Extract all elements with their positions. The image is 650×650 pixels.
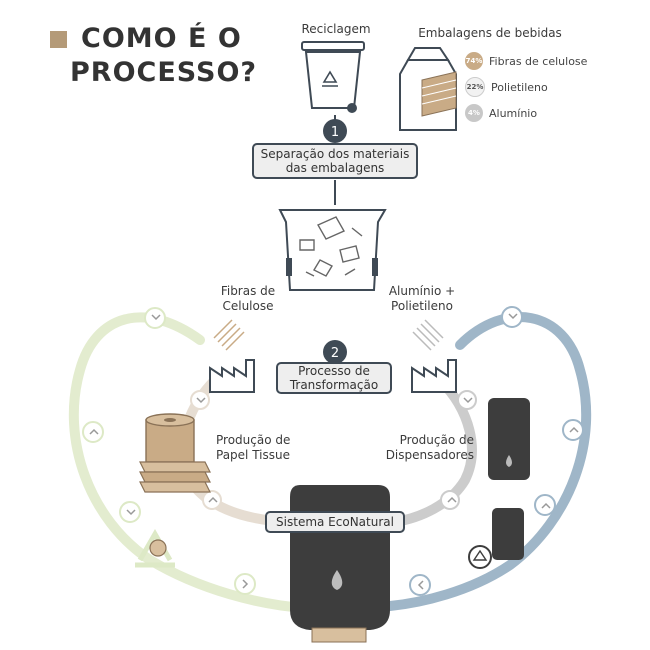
right-branch-hatch bbox=[412, 319, 444, 351]
left-branch-hatch bbox=[213, 319, 245, 351]
tissue-production-label: Produção de Papel Tissue bbox=[216, 433, 291, 462]
gray-loop-path bbox=[390, 375, 477, 527]
drink-carton-icon bbox=[399, 47, 457, 131]
legend-row-cellulose: 74% Fibras de celulose bbox=[465, 48, 587, 74]
step-2-number: 2 bbox=[331, 346, 339, 361]
legend-label-polyethylene: Polietileno bbox=[491, 80, 548, 94]
legend-label-aluminum: Alumínio bbox=[489, 106, 538, 120]
step-2-label: Processo de Transformação bbox=[276, 362, 392, 394]
legend-pct-polyethylene: 22% bbox=[465, 77, 485, 97]
green-loop-path bbox=[68, 312, 310, 613]
dispenser-small-icon bbox=[492, 508, 524, 560]
legend-pct-aluminum: 4% bbox=[465, 104, 483, 122]
dispenser-production-label: Produção de Dispensadores bbox=[385, 433, 474, 462]
legend-label-cellulose: Fibras de celulose bbox=[489, 54, 588, 68]
composition-legend: 74% Fibras de celulose 22% Polietileno 4… bbox=[465, 48, 587, 126]
dispenser-medium-icon bbox=[488, 398, 530, 480]
title-line-1: COMO É O bbox=[81, 23, 242, 54]
factory-left-icon bbox=[209, 359, 255, 393]
factory-right-icon bbox=[411, 359, 457, 393]
recycling-bin-icon bbox=[301, 41, 365, 113]
paper-tissue-icon bbox=[139, 413, 211, 493]
cellulose-fibers-label: Fibras de Celulose bbox=[220, 284, 276, 313]
title-square-icon bbox=[50, 30, 67, 48]
step-1-badge: 1 bbox=[323, 119, 347, 143]
recycle-paper-icon bbox=[135, 528, 175, 568]
blue-loop-path bbox=[385, 312, 592, 611]
sorting-hopper-icon bbox=[278, 209, 387, 291]
recycling-label: Reciclagem bbox=[301, 22, 371, 36]
legend-row-aluminum: 4% Alumínio bbox=[465, 100, 587, 126]
aluminum-polyethylene-label: Alumínio + Polietileno bbox=[388, 284, 456, 313]
step-3-label: Sistema EcoNatural bbox=[265, 511, 405, 533]
page-title: COMO É O PROCESSO? bbox=[50, 22, 257, 90]
step-2-badge: 2 bbox=[323, 340, 347, 364]
step-1-number: 1 bbox=[331, 125, 339, 140]
econatural-dispenser-icon bbox=[290, 485, 390, 643]
title-line-2: PROCESSO? bbox=[70, 57, 258, 88]
recycle-badge-icon bbox=[468, 545, 492, 569]
legend-row-polyethylene: 22% Polietileno bbox=[465, 74, 587, 100]
loop-chevron-marks bbox=[89, 313, 579, 590]
legend-pct-cellulose: 74% bbox=[465, 52, 483, 70]
packaging-label: Embalagens de bebidas bbox=[418, 26, 562, 40]
step-1-label: Separação dos materiais das embalagens bbox=[252, 143, 418, 179]
